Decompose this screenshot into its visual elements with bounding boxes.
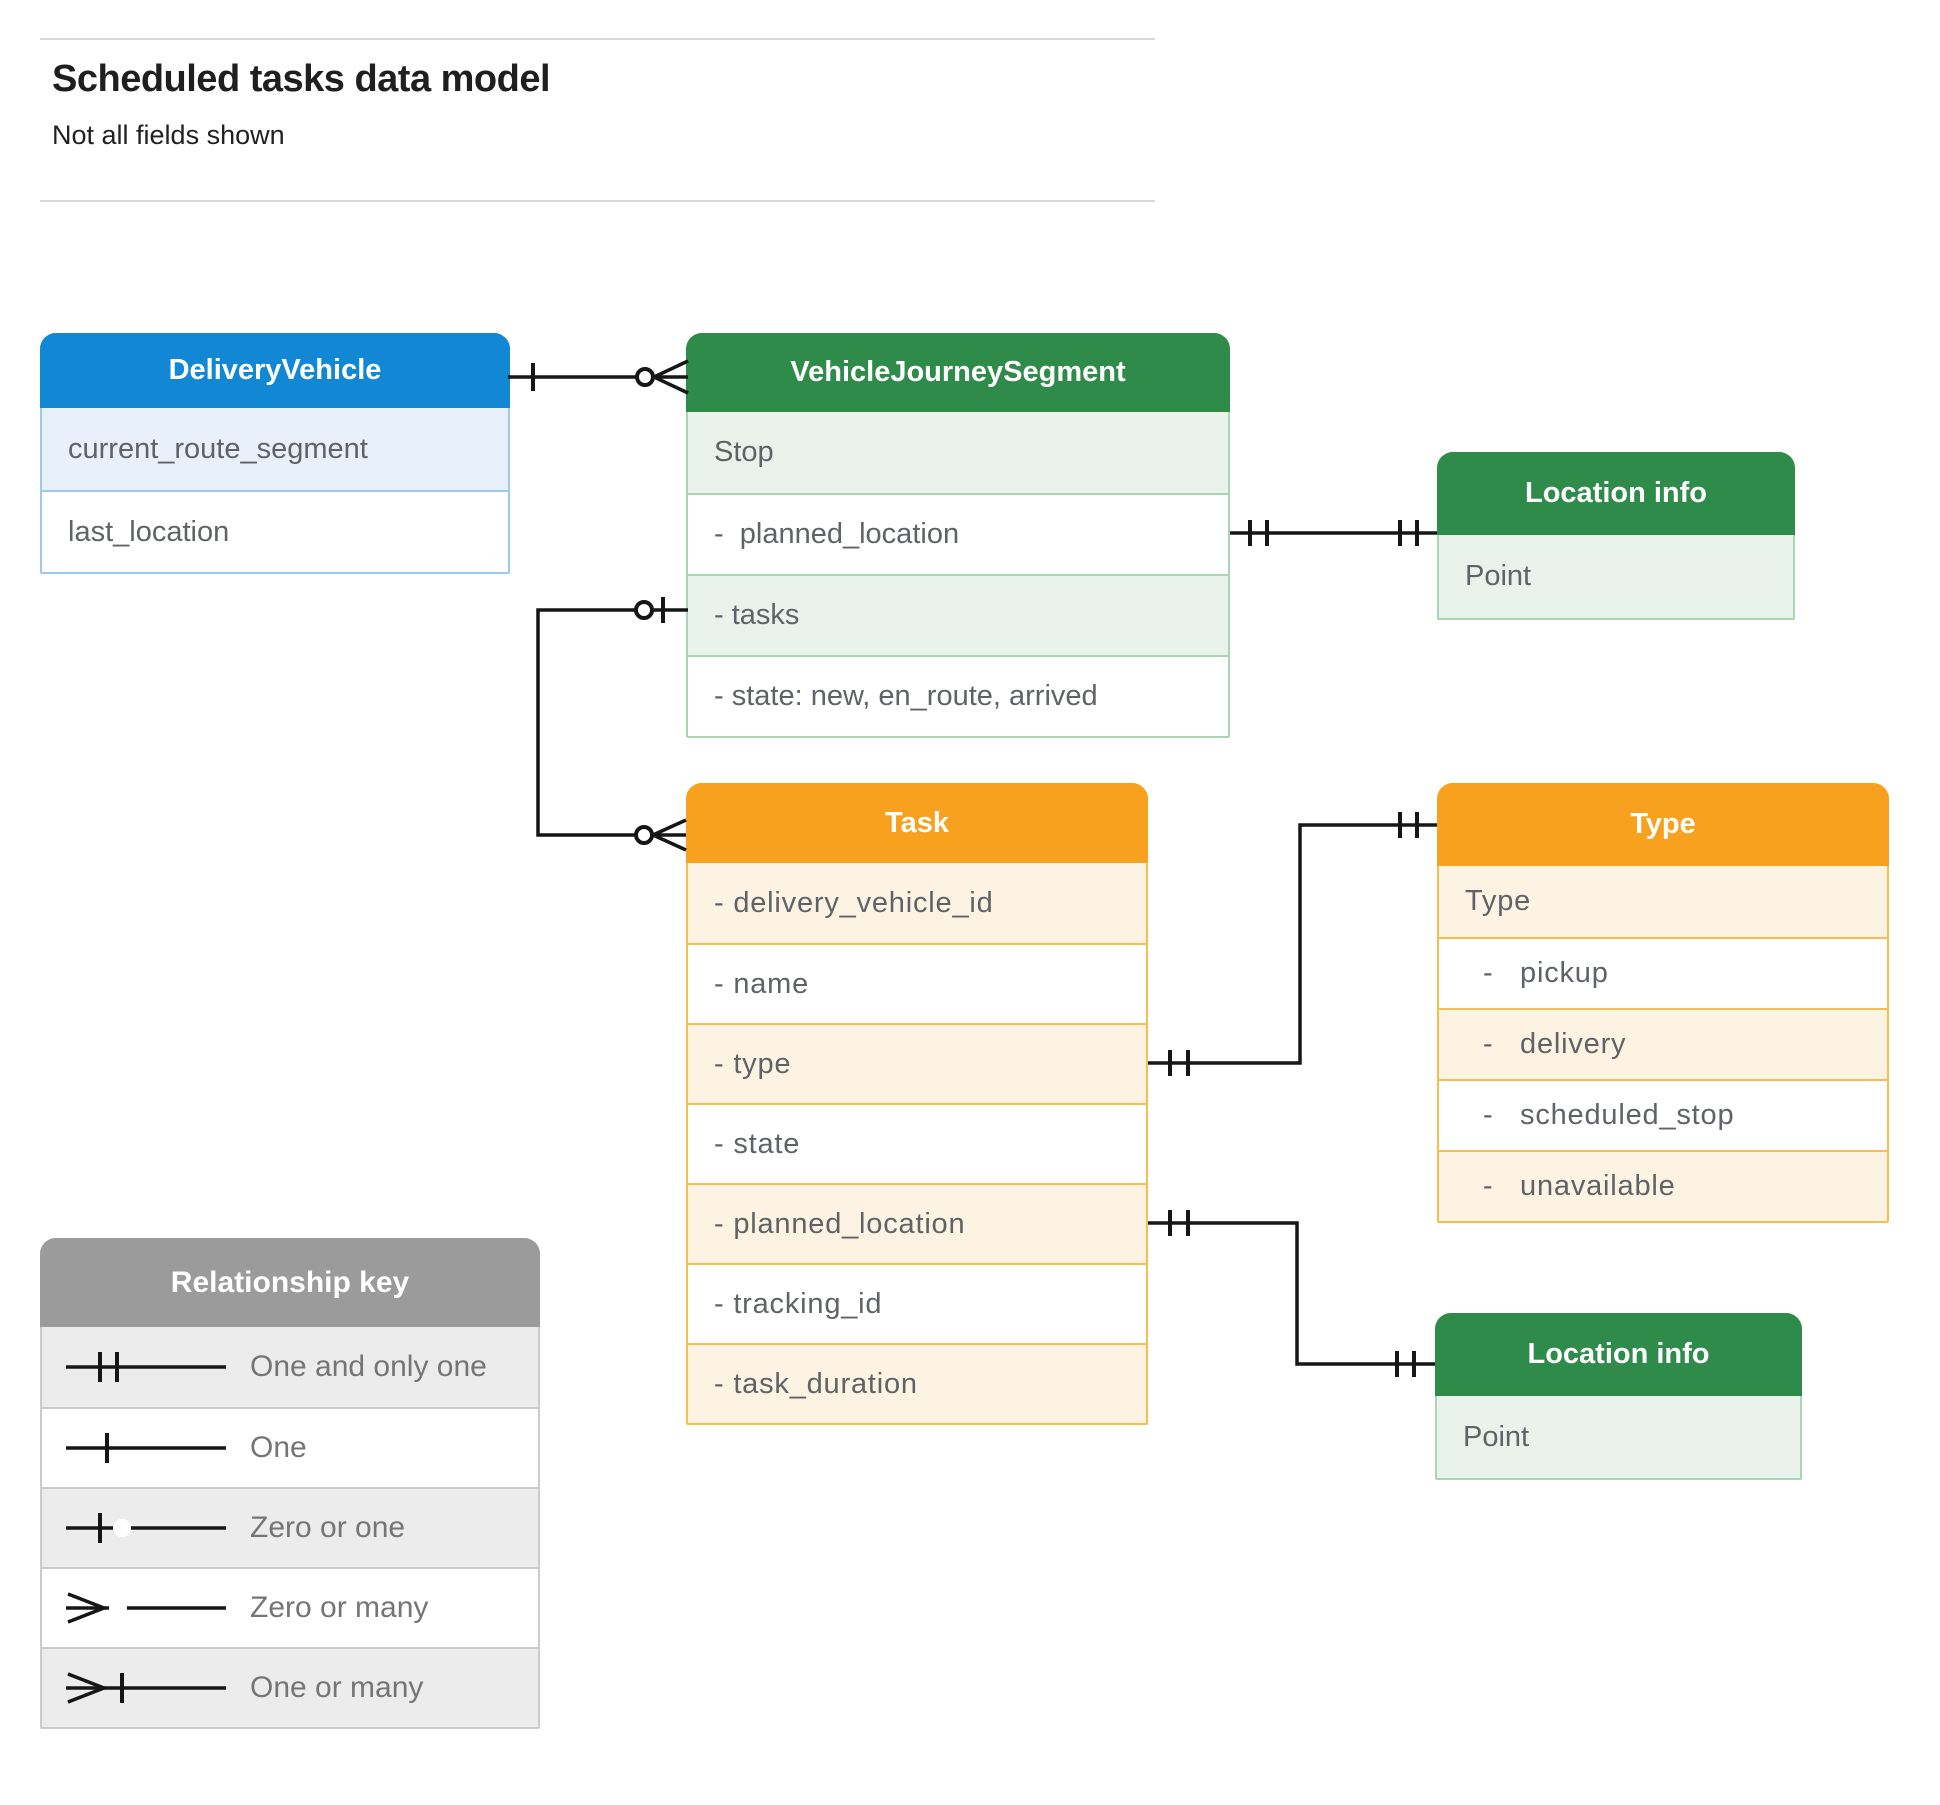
relationship-key-title: Relationship key — [40, 1238, 540, 1327]
page-title: Scheduled tasks data model — [52, 58, 551, 100]
page-subtitle: Not all fields shown — [52, 120, 285, 150]
key-item-label: One or many — [250, 1671, 424, 1704]
field-scheduled-stop: - scheduled_stop — [1439, 1079, 1887, 1150]
field-current-route-segment: current_route_segment — [42, 408, 508, 490]
key-item-one-and-only-one: One and only one — [42, 1327, 538, 1407]
field-planned-location: - planned_location — [688, 493, 1228, 574]
key-item-label: One and only one — [250, 1350, 487, 1383]
key-item-one-or-many: One or many — [42, 1647, 538, 1727]
field-state: - state — [688, 1103, 1146, 1183]
title-divider — [40, 200, 1155, 202]
top-divider — [40, 38, 1155, 40]
connector-task-locationinfo — [1148, 1210, 1435, 1377]
entity-title: Type — [1437, 783, 1889, 866]
field-pickup: - pickup — [1439, 937, 1887, 1008]
entity-type: Type Type - pickup - delivery - schedule… — [1437, 783, 1889, 1223]
key-item-zero-or-one: Zero or one — [42, 1487, 538, 1567]
field-state: - state: new, en_route, arrived — [688, 655, 1228, 736]
field-task-duration: - task_duration — [688, 1343, 1146, 1423]
entity-title: VehicleJourneySegment — [686, 333, 1230, 412]
connector-deliveryvehicle-vehiclejourneysegment — [508, 359, 689, 395]
field-delivery: - delivery — [1439, 1008, 1887, 1079]
entity-location-info-bottom: Location info Point — [1435, 1313, 1802, 1480]
field-last-location: last_location — [42, 490, 508, 572]
entity-task: Task - delivery_vehicle_id - name - type… — [686, 783, 1148, 1425]
entity-title: DeliveryVehicle — [40, 333, 510, 408]
connector-task-type — [1148, 812, 1437, 1076]
key-item-label: Zero or many — [250, 1591, 429, 1624]
entity-vehicle-journey-segment: VehicleJourneySegment Stop - planned_loc… — [686, 333, 1230, 738]
field-type: Type — [1439, 866, 1887, 937]
entity-location-info-top: Location info Point — [1437, 452, 1795, 620]
relationship-key: Relationship key One and only one One — [40, 1238, 540, 1729]
entity-delivery-vehicle: DeliveryVehicle current_route_segment la… — [40, 333, 510, 574]
field-planned-location: - planned_location — [688, 1183, 1146, 1263]
field-name: - name — [688, 943, 1146, 1023]
field-stop: Stop — [688, 412, 1228, 493]
field-unavailable: - unavailable — [1439, 1150, 1887, 1221]
field-tracking-id: - tracking_id — [688, 1263, 1146, 1343]
key-item-label: Zero or one — [250, 1511, 406, 1544]
field-type: - type — [688, 1023, 1146, 1103]
field-point: Point — [1439, 535, 1793, 618]
one-symbol — [66, 1433, 226, 1463]
zero-or-many-symbol — [66, 1592, 226, 1624]
connector-vehiclejourneysegment-locationinfo — [1230, 520, 1437, 546]
entity-title: Location info — [1437, 452, 1795, 535]
key-item-one: One — [42, 1407, 538, 1487]
key-item-zero-or-many: Zero or many — [42, 1567, 538, 1647]
one-or-many-symbol — [66, 1672, 226, 1704]
entity-title: Location info — [1435, 1313, 1802, 1396]
one-and-only-one-symbol — [66, 1352, 226, 1382]
field-point: Point — [1437, 1396, 1800, 1478]
zero-or-one-symbol — [66, 1513, 226, 1543]
field-delivery-vehicle-id: - delivery_vehicle_id — [688, 863, 1146, 943]
entity-title: Task — [686, 783, 1148, 863]
field-tasks: - tasks — [688, 574, 1228, 655]
key-item-label: One — [250, 1431, 307, 1464]
connector-vehiclejourneysegment-task — [536, 597, 688, 852]
